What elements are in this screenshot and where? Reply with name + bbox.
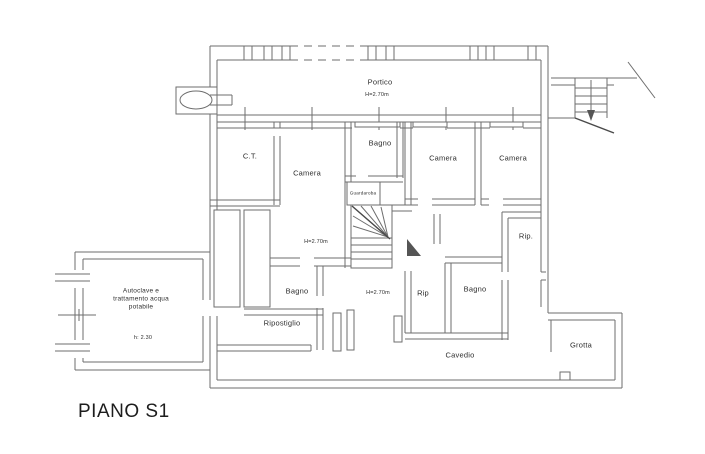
- internal-stairs: [351, 205, 392, 268]
- portico-piers: [244, 46, 536, 60]
- room-label-bagno-top: Bagno: [368, 138, 392, 148]
- room-label-cavedio: Cavedio: [445, 350, 475, 360]
- room-label-portico: Portico: [367, 77, 393, 87]
- room-label-grotta: Grotta: [569, 340, 593, 350]
- grotta-room: [548, 320, 615, 380]
- external-stairs: [548, 62, 655, 133]
- room-label-rip-right: Rip.: [518, 231, 534, 241]
- stair-arrow-head: [587, 110, 595, 121]
- centerline-tick: [58, 309, 96, 321]
- outer-walls: [210, 46, 622, 388]
- floor-title: PIANO S1: [78, 401, 170, 422]
- portico-colonnade: [217, 107, 541, 130]
- slope-tick: [628, 62, 655, 98]
- room-label-camera-right: Camera: [499, 153, 527, 163]
- room-label-bagno-center: Bagno: [463, 284, 487, 294]
- height-label-camera-main: H=2.70m: [304, 239, 328, 245]
- window-sills: [55, 274, 90, 351]
- tank-fixture: [176, 87, 232, 114]
- height-label-portico: H=2.70m: [365, 92, 389, 98]
- room-label-camera-main: Camera: [293, 168, 321, 178]
- height-label-autoclave: h: 2.30: [133, 335, 153, 341]
- door-swing-mark: [407, 239, 421, 256]
- height-label-corridor: H=2.70m: [366, 290, 390, 296]
- room-label-rip-center: Rip: [417, 288, 429, 298]
- room-label-camera-mid: Camera: [429, 153, 457, 163]
- room-label-ripostiglio: Ripostiglio: [263, 318, 301, 328]
- room-label-guardaroba: Guardaroba: [349, 190, 377, 196]
- autoclave-wing: [55, 252, 210, 370]
- room-label-autoclave: Autoclave e trattamento acqua potabile: [113, 287, 169, 310]
- interior-walls: [210, 122, 546, 351]
- room-label-bagno-left: Bagno: [285, 286, 309, 296]
- room-label-ct: C.T.: [242, 151, 258, 161]
